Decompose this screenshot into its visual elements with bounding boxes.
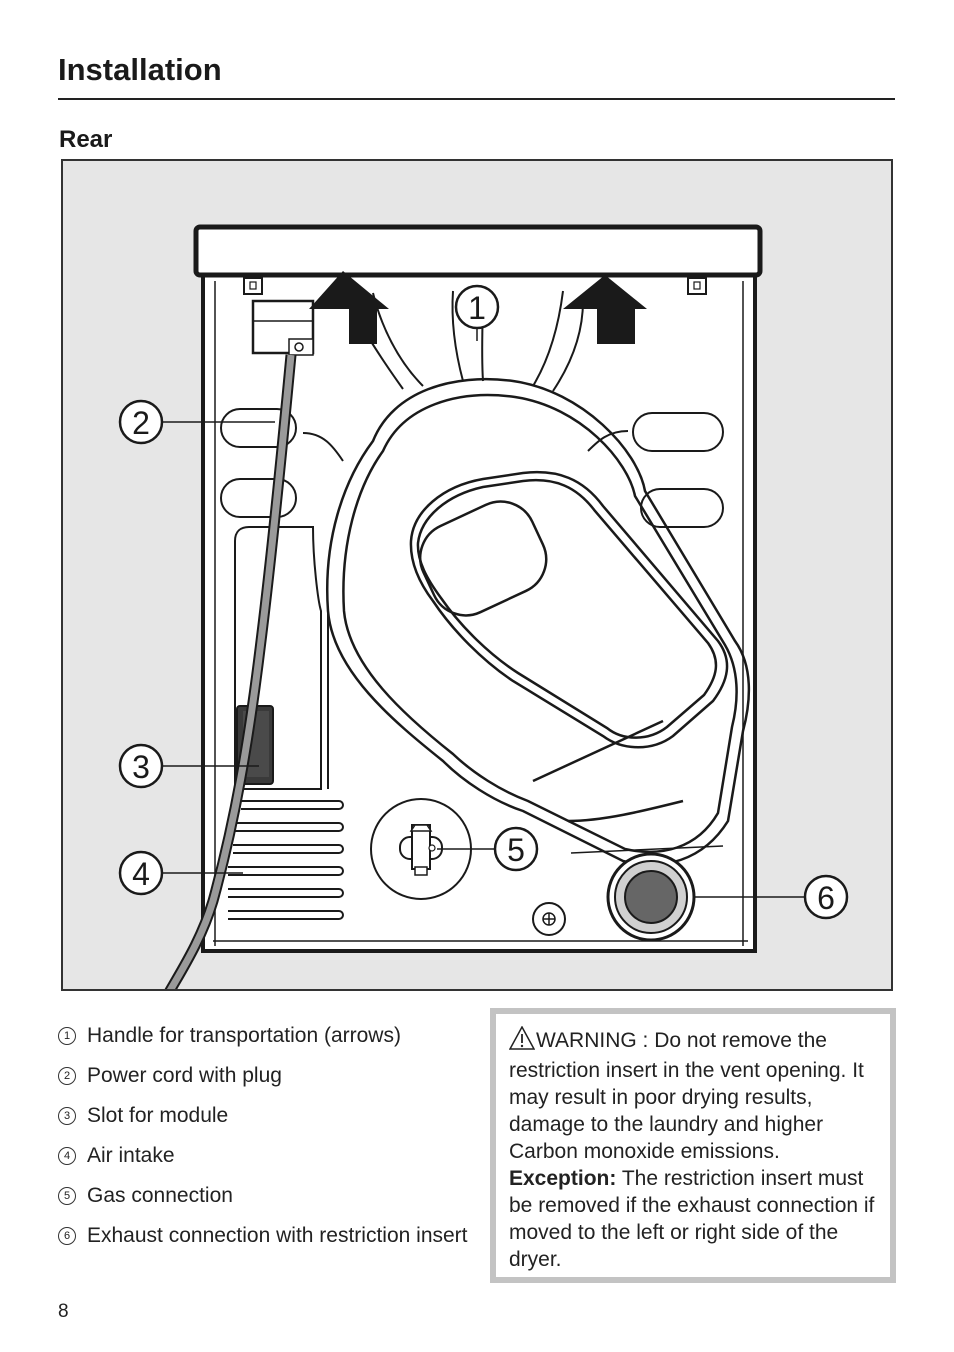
- legend-number: 3: [58, 1107, 76, 1125]
- air-intake-louvres: [228, 800, 344, 920]
- legend-text: Air intake: [87, 1144, 175, 1167]
- callout-3: 3: [132, 749, 150, 785]
- legend-item: 4 Air intake: [58, 1142, 468, 1169]
- legend-number: 6: [58, 1227, 76, 1245]
- callout-1: 1: [468, 290, 486, 326]
- lint-panel: [409, 470, 729, 823]
- legend-item: 6 Exhaust connection with restriction ins…: [58, 1222, 468, 1249]
- transport-arrow-left: [309, 271, 389, 344]
- drum-housing: [326, 377, 751, 866]
- legend-text: Exhaust connection with restriction inse…: [87, 1224, 468, 1247]
- exception-text: The restriction insert must be removed i…: [509, 1167, 875, 1271]
- top-lid: [193, 224, 763, 278]
- warning-box: WARNING : Do not remove the restriction …: [490, 1008, 896, 1283]
- legend-item: 3 Slot for module: [58, 1102, 468, 1129]
- legend-text: Slot for module: [87, 1104, 229, 1127]
- legend-number: 1: [58, 1027, 76, 1045]
- legend-number: 5: [58, 1187, 76, 1205]
- legend-item: 1 Handle for transportation (arrows): [58, 1022, 468, 1049]
- legend-number: 4: [58, 1147, 76, 1165]
- warning-triangle-icon: [508, 1025, 536, 1057]
- warning-text: WARNING : Do not remove the restriction …: [509, 1029, 864, 1163]
- legend-item: 5 Gas connection: [58, 1182, 468, 1209]
- callout-6: 6: [817, 880, 835, 916]
- legend-text: Handle for transportation (arrows): [87, 1024, 401, 1047]
- dryer-rear-drawing: 1 2 3 4 5 6: [118, 224, 849, 989]
- legend-number: 2: [58, 1067, 76, 1085]
- legend-text: Power cord with plug: [87, 1064, 282, 1087]
- legend-list: 1 Handle for transportation (arrows) 2 Pow…: [58, 1022, 468, 1262]
- exception-label: Exception:: [509, 1167, 617, 1190]
- page-number: 8: [58, 1301, 69, 1322]
- warning-content: WARNING : Do not remove the restriction …: [496, 1014, 890, 1277]
- callout-4: 4: [132, 856, 150, 892]
- section-title: Rear: [59, 126, 113, 153]
- legend-item: 2 Power cord with plug: [58, 1062, 468, 1089]
- page-title: Installation: [58, 52, 222, 87]
- callout-2: 2: [132, 405, 150, 441]
- dryer-rear-illustration: 1 2 3 4 5 6: [61, 159, 893, 991]
- title-divider: [58, 98, 895, 100]
- cabinet-back-panel: [201, 269, 757, 953]
- transport-arrow-right: [563, 275, 647, 344]
- callout-5: 5: [507, 832, 525, 868]
- legend-text: Gas connection: [87, 1184, 233, 1207]
